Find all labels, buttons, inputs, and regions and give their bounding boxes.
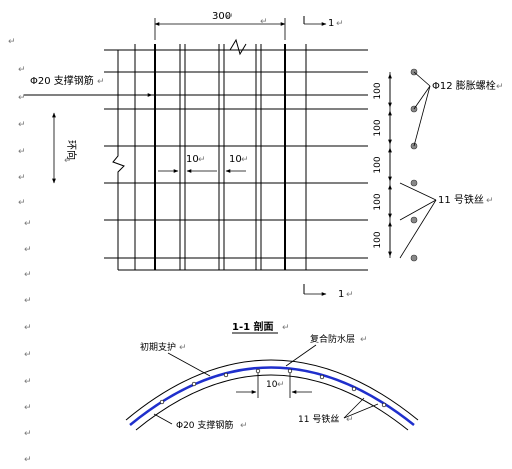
wire-label: 11 号铁丝 — [438, 193, 484, 206]
vertical-spacing-dimensions: 100 100 100 100 100 — [373, 72, 392, 258]
wire-leader-lines — [399, 182, 437, 259]
mesh-horizontal-lines — [24, 49, 368, 271]
support-bar-inner-arc — [135, 374, 409, 431]
support-bar-label: Φ20 支撑钢筋 — [30, 74, 94, 87]
paragraph-return-icon: ↵ — [24, 429, 32, 439]
paragraph-return-icon: ↵ — [24, 350, 32, 360]
paragraph-return-icon: ↵ — [64, 156, 72, 166]
plan-view: 300 ↵ ↵ 1 ↵ Φ20 支撑钢筋 ↵ 环向 ↵ 10 — [24, 11, 504, 300]
paragraph-return-icon: ↵ — [226, 12, 234, 22]
paragraph-return-icon: ↵ — [8, 37, 16, 47]
paragraph-return-icon: ↵ — [346, 290, 354, 300]
paragraph-return-icon: ↵ — [24, 219, 32, 229]
vertical-spacing-label: 100 — [373, 82, 383, 99]
paragraph-return-icon: ↵ — [24, 323, 32, 333]
paragraph-return-icon: ↵ — [24, 270, 32, 280]
paragraph-return-icon: ↵ — [241, 155, 249, 165]
section-mark-bottom: 1 ↵ — [303, 284, 354, 300]
paragraph-return-icon: ↵ — [486, 196, 494, 206]
spacing-right-label: 10 — [229, 154, 242, 165]
vertical-spacing-label: 100 — [373, 193, 383, 210]
bolt-leader-lines — [413, 71, 431, 147]
top-break-mark — [229, 38, 247, 56]
section-wire-label: 11 号铁丝 — [298, 413, 339, 425]
paragraph-return-icon: ↵ — [282, 323, 290, 333]
paragraph-return-icon: ↵ — [346, 415, 354, 425]
mesh-vertical-lines — [134, 44, 307, 270]
section-support-bar-label: Φ20 支撑钢筋 — [176, 419, 233, 431]
paragraph-return-icon: ↵ — [24, 455, 32, 465]
paragraph-return-icon: ↵ — [18, 198, 26, 208]
vertical-spacing-label: 100 — [373, 119, 383, 136]
ring-direction-indicator: 环向 ↵ — [52, 112, 78, 184]
paragraph-return-icon: ↵ — [18, 173, 26, 183]
paragraph-return-icon: ↵ — [24, 296, 32, 306]
spacing-dimensions: 10 ↵ 10 ↵ — [158, 154, 249, 173]
paragraph-return-icon: ↵ — [24, 245, 32, 255]
paragraph-return-icon: ↵ — [336, 19, 344, 29]
paragraph-return-icon: ↵ — [179, 343, 187, 353]
support-bar-dots — [159, 368, 387, 408]
section-mark-bottom-label: 1 — [338, 289, 344, 300]
section-mark-top-label: 1 — [328, 18, 334, 29]
paragraph-return-icon: ↵ — [198, 155, 206, 165]
paragraph-return-icon: ↵ — [24, 403, 32, 413]
section-mark-top: 1 ↵ — [303, 16, 344, 29]
section-title: 1-1 剖面 — [232, 320, 274, 333]
initial-support-outer-arc — [125, 359, 419, 421]
paragraph-return-icon: ↵ — [277, 380, 285, 390]
paragraph-return-icon: ↵ — [260, 17, 268, 27]
paragraph-return-icon: ↵ — [18, 65, 26, 75]
paragraph-return-icon: ↵ — [18, 93, 26, 103]
waterproof-layer-arc — [129, 366, 415, 426]
left-break-line — [112, 50, 125, 270]
expansion-bolt-label: Φ12 膨胀螺栓 — [432, 79, 496, 92]
paragraph-return-icon: ↵ — [240, 421, 248, 431]
paragraph-return-icon: ↵ — [18, 147, 26, 157]
left-margin-paragraph-marks: ↵ ↵ ↵ ↵ ↵ ↵ ↵ ↵ ↵ ↵ ↵ ↵ ↵ ↵ ↵ ↵ ↵ — [8, 37, 32, 465]
spacing-left-label: 10 — [186, 154, 199, 165]
section-view: 1-1 剖面 ↵ 初期支护 ↵ 复合防水层 ↵ 10 ↵ — [125, 320, 419, 431]
top-dimension: 300 ↵ ↵ — [154, 11, 286, 40]
top-dimension-label: 300 — [212, 11, 231, 22]
paragraph-return-icon: ↵ — [360, 335, 368, 345]
vertical-spacing-label: 100 — [373, 231, 383, 248]
paragraph-return-icon: ↵ — [97, 77, 105, 87]
vertical-spacing-label: 100 — [373, 156, 383, 173]
paragraph-return-icon: ↵ — [24, 377, 32, 387]
support-bar-callout: Φ20 支撑钢筋 ↵ — [30, 74, 153, 97]
paragraph-return-icon: ↵ — [18, 120, 26, 130]
initial-support-label: 初期支护 — [140, 341, 176, 353]
section-spacing-label: 10 — [266, 380, 278, 390]
waterproof-layer-label: 复合防水层 — [310, 333, 355, 345]
ring-direction-label: 环向 — [65, 140, 78, 160]
paragraph-return-icon: ↵ — [496, 82, 504, 92]
